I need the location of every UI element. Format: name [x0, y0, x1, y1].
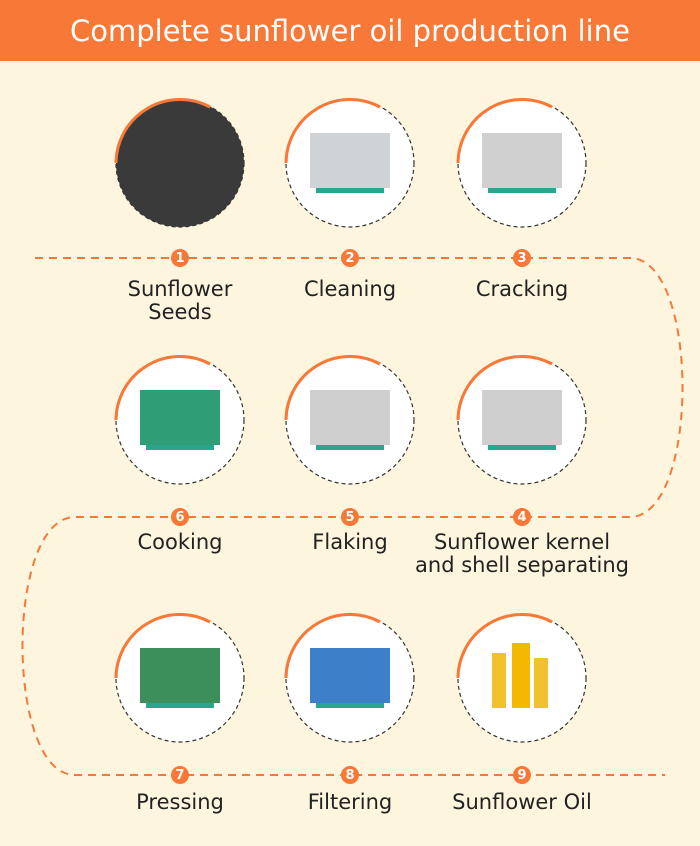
step-number-badge: 7: [171, 766, 189, 784]
step-number-badge: 5: [341, 508, 359, 526]
step-8-image: [284, 613, 415, 743]
step-2-image: [284, 98, 415, 228]
step-number-badge: 6: [171, 508, 189, 526]
step-4-image: [456, 355, 587, 485]
step-7-image: [114, 613, 245, 743]
step-5-image: [284, 355, 415, 485]
step-number-badge: 8: [341, 766, 359, 784]
step-number-badge: 2: [341, 249, 359, 267]
step-label: Pressing: [136, 790, 224, 814]
step-1-image: [114, 98, 245, 228]
step-number-badge: 1: [171, 249, 189, 267]
step-label: Cracking: [475, 277, 569, 301]
step-number-badge: 9: [513, 766, 531, 784]
step-6-image: [114, 355, 245, 485]
step-label: Sunflower Seeds: [127, 277, 233, 324]
step-label: Sunflower Oil: [452, 790, 592, 814]
step-number-badge: 3: [513, 249, 531, 267]
step-label: Sunflower kernel and shell separating: [415, 530, 629, 577]
step-label: Cooking: [137, 530, 223, 554]
step-number-badge: 4: [513, 508, 531, 526]
step-label: Filtering: [307, 790, 393, 814]
step-label: Cleaning: [303, 277, 397, 301]
page-title: Complete sunflower oil production line: [0, 0, 700, 61]
step-label: Flaking: [312, 530, 388, 554]
step-3-image: [456, 98, 587, 228]
step-9-image: [456, 613, 587, 743]
